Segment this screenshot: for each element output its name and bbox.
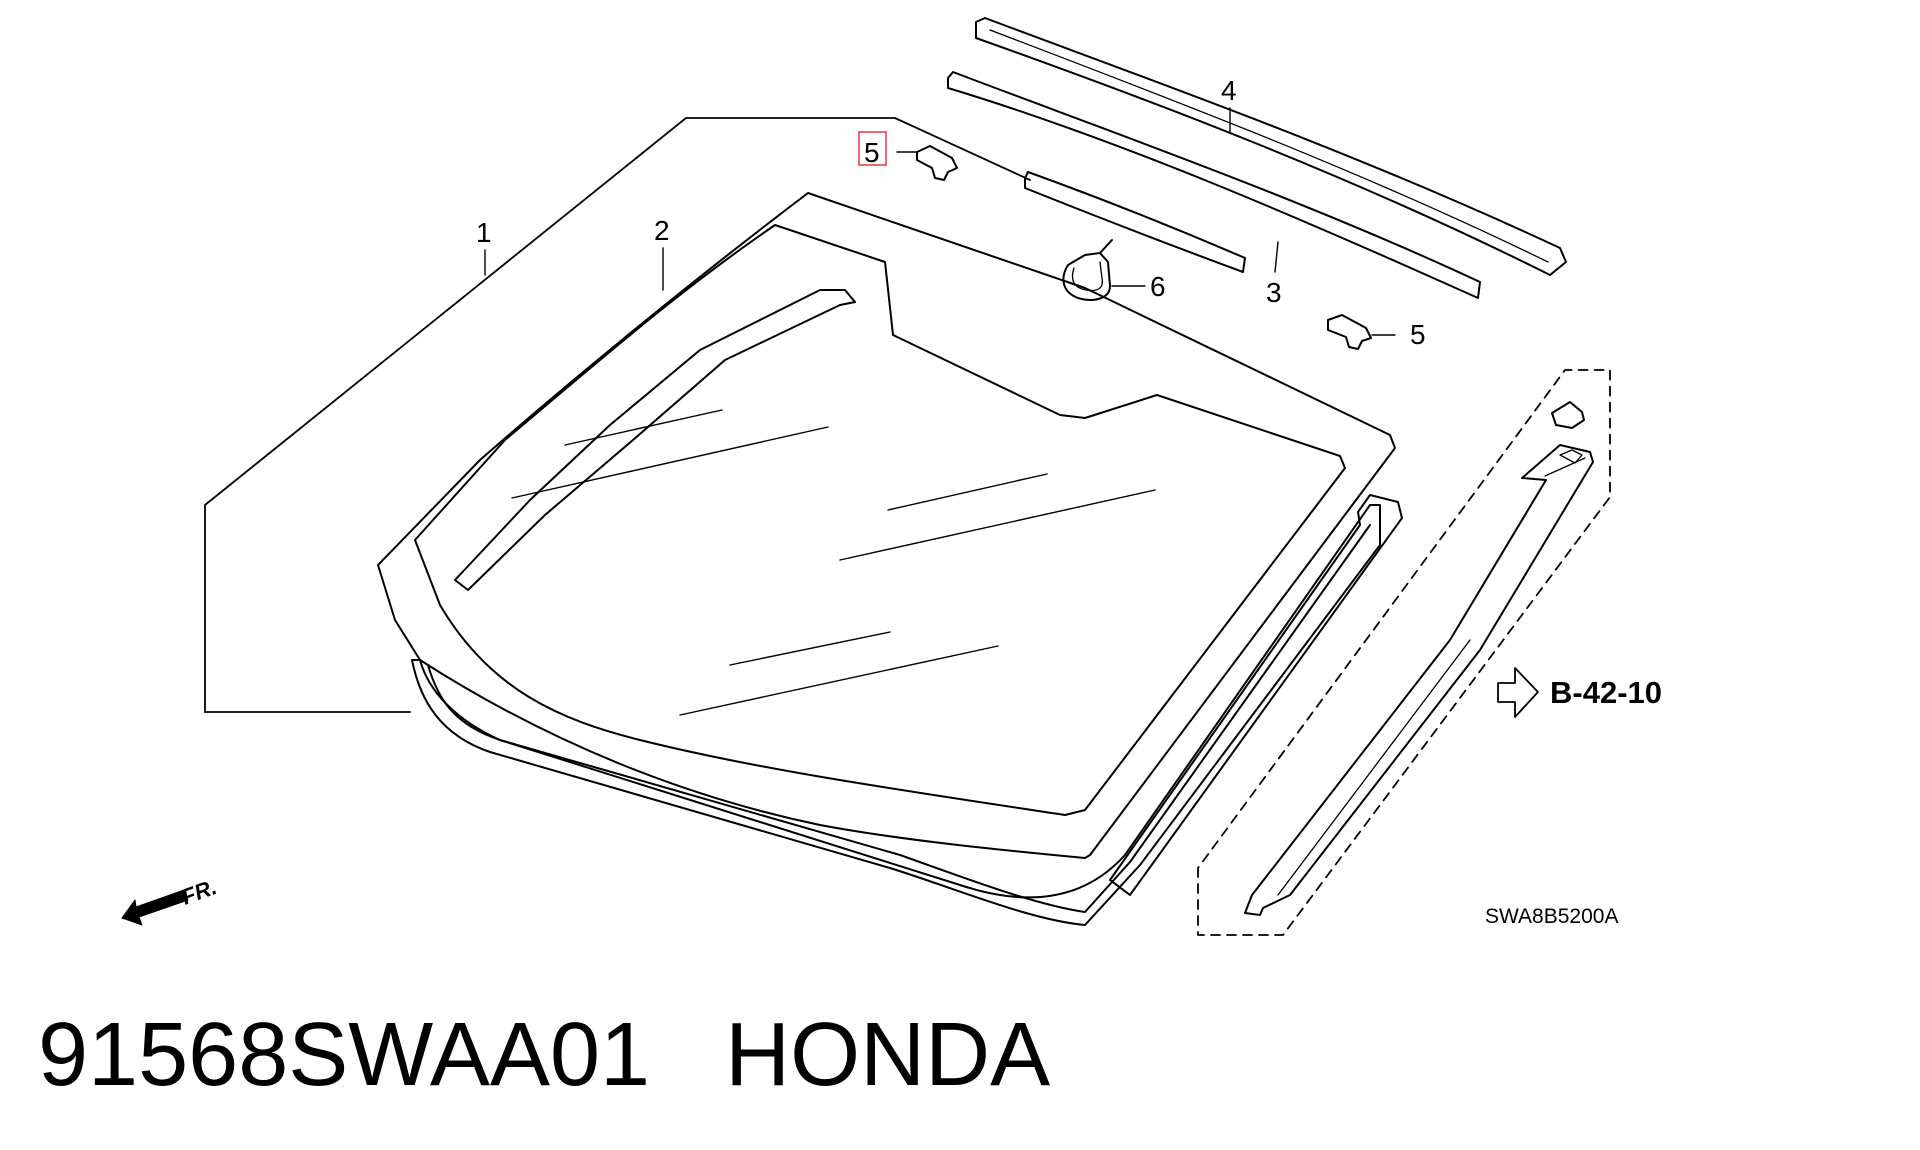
molding-4-inner bbox=[989, 29, 1549, 263]
callout-highlight-box bbox=[858, 131, 887, 166]
inset-dashed-box bbox=[1197, 369, 1611, 936]
side-molding-left bbox=[454, 289, 856, 591]
callout-2: 2 bbox=[654, 215, 670, 246]
inset-pillar-clip bbox=[1559, 449, 1583, 464]
callout-6: 6 bbox=[1150, 271, 1166, 302]
glass-reflection-lines bbox=[511, 409, 1156, 716]
molding-3-lower bbox=[1024, 171, 1246, 273]
caption-gap bbox=[650, 1005, 725, 1105]
callout-5-right: 5 bbox=[1410, 319, 1426, 350]
sensor-bracket-6 bbox=[1062, 252, 1111, 301]
windshield-outer-edge bbox=[377, 192, 1396, 859]
front-arrow-icon bbox=[121, 889, 189, 926]
sensor-bracket-6-inner bbox=[1071, 261, 1104, 292]
diagram-code: SWA8B5200A bbox=[1485, 905, 1618, 928]
side-molding-right bbox=[1109, 494, 1403, 896]
front-indicator: FR. bbox=[178, 874, 220, 910]
callout-leaders bbox=[484, 107, 1396, 336]
assembly-bracket-outline bbox=[204, 117, 1031, 713]
reference-arrow-icon bbox=[1497, 667, 1539, 718]
clip-5-right bbox=[1327, 314, 1372, 350]
inset-pillar-molding-inner bbox=[1277, 457, 1586, 896]
windshield-inner-edge bbox=[414, 224, 1346, 816]
callout-4: 4 bbox=[1221, 75, 1237, 106]
molding-4 bbox=[975, 17, 1567, 276]
part-caption: 91568SWAA01 HONDA bbox=[38, 1010, 1050, 1100]
sensor-bracket-6-stem bbox=[1099, 239, 1113, 254]
callout-1: 1 bbox=[476, 217, 492, 248]
part-number: 91568SWAA01 bbox=[38, 1005, 651, 1105]
molding-3 bbox=[947, 71, 1481, 299]
reference-link[interactable]: B-42-10 bbox=[1550, 675, 1662, 710]
dam-rubber-inner-line bbox=[427, 524, 1371, 913]
brand-name: HONDA bbox=[725, 1005, 1051, 1105]
callout-3: 3 bbox=[1266, 277, 1282, 308]
inset-cap bbox=[1551, 401, 1585, 429]
clip-5-upper bbox=[916, 145, 958, 181]
inset-pillar-molding bbox=[1244, 444, 1594, 916]
dam-rubber-outline bbox=[411, 504, 1381, 926]
callout-5-upper: 5 bbox=[864, 137, 880, 168]
